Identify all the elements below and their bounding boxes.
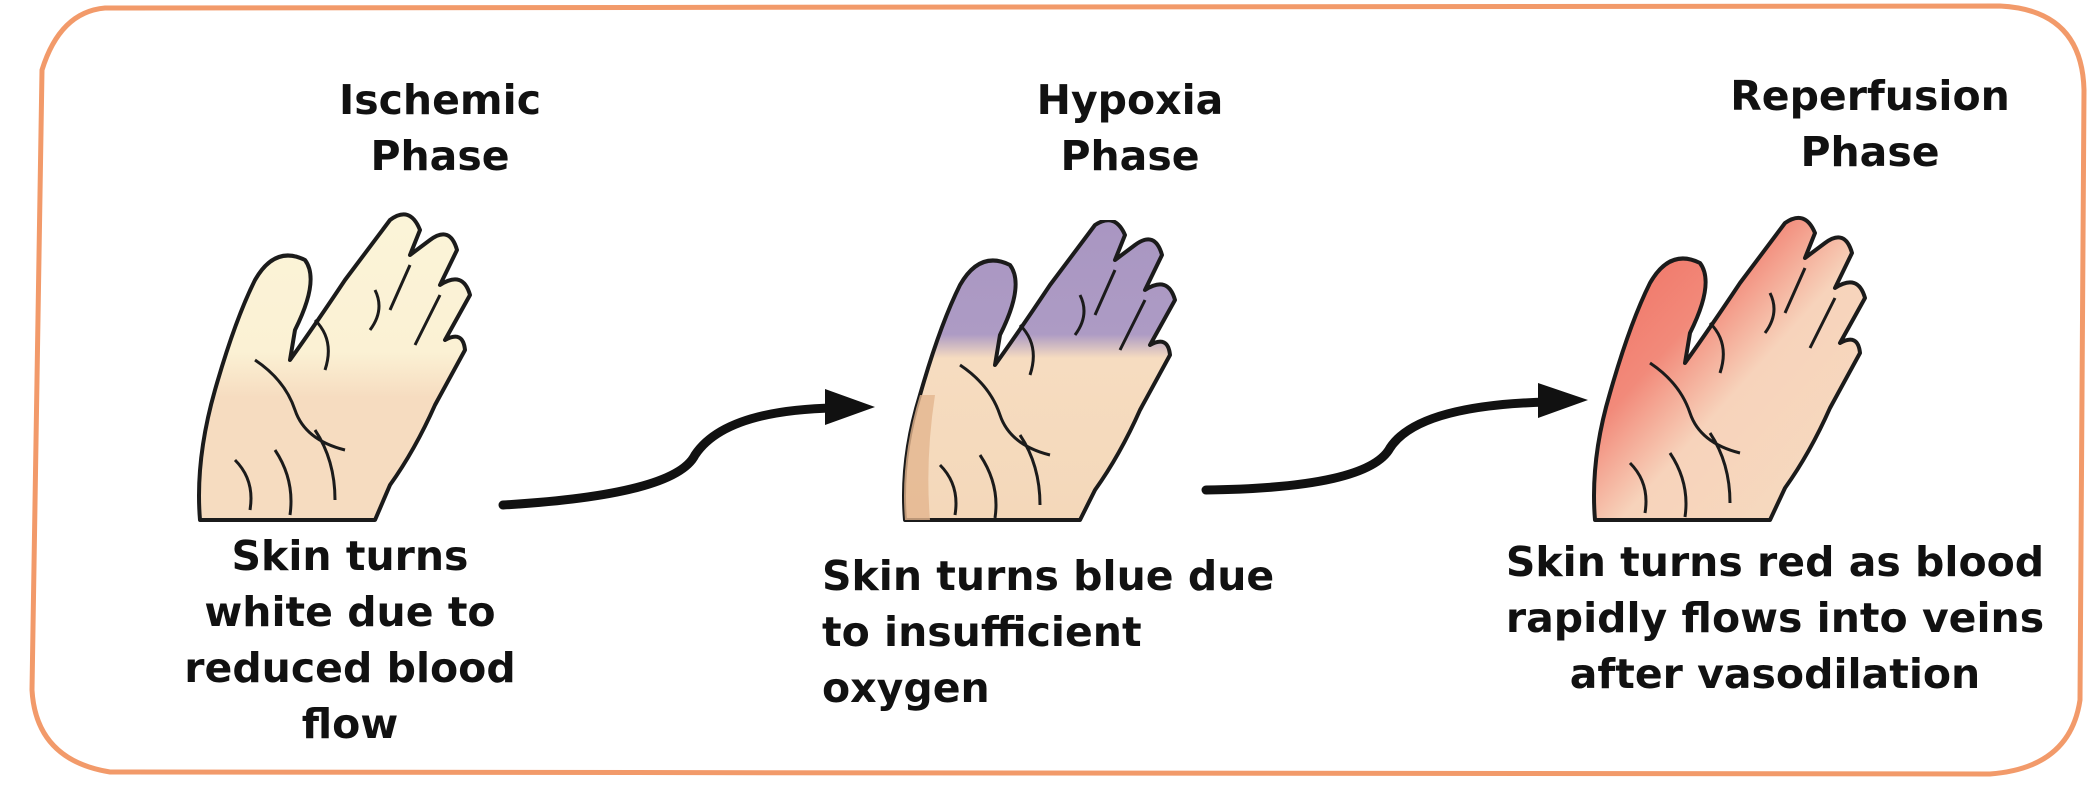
curved-arrow-right-icon (1198, 380, 1598, 505)
phase-caption-ischemic: Skin turns white due to reduced blood fl… (170, 528, 530, 752)
phase-caption-reperfusion: Skin turns red as blood rapidly flows in… (1495, 534, 2055, 702)
phase-heading-ischemic: Ischemic Phase (300, 72, 580, 184)
phase-heading-reperfusion: Reperfusion Phase (1700, 68, 2040, 180)
red-hand-icon (1590, 215, 1950, 525)
curved-arrow-right-icon (495, 385, 885, 515)
phase-heading-hypoxia: Hypoxia Phase (990, 72, 1270, 184)
phase-caption-hypoxia: Skin turns blue due to insufficient oxyg… (822, 548, 1282, 716)
